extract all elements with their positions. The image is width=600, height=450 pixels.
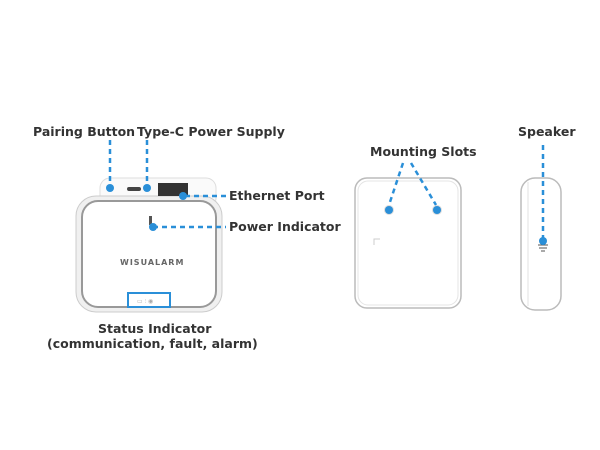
- label-pairing-button: Pairing Button: [33, 124, 136, 139]
- label-speaker: Speaker: [518, 124, 576, 139]
- power-led: [149, 216, 152, 225]
- type-c-port: [127, 187, 141, 191]
- label-type-c: Type-C Power Supply: [137, 124, 285, 139]
- label-status-indicator: Status Indicator: [98, 321, 212, 336]
- label-power-indicator: Power Indicator: [229, 219, 341, 234]
- label-status-detail: (communication, fault, alarm): [47, 336, 258, 351]
- leader-dots: [106, 184, 547, 245]
- status-indicator-box: [127, 292, 171, 308]
- back-device: [354, 177, 462, 309]
- front-device: ▭ ⫶ ◉: [75, 177, 223, 313]
- brand-logo: WISUALARM: [120, 258, 185, 267]
- ethernet-port: [158, 183, 188, 196]
- label-ethernet: Ethernet Port: [229, 188, 325, 203]
- svg-text:▭ ⫶ ◉: ▭ ⫶ ◉: [137, 298, 153, 305]
- label-mounting-slots: Mounting Slots: [370, 144, 477, 159]
- leader-lines: [108, 140, 545, 238]
